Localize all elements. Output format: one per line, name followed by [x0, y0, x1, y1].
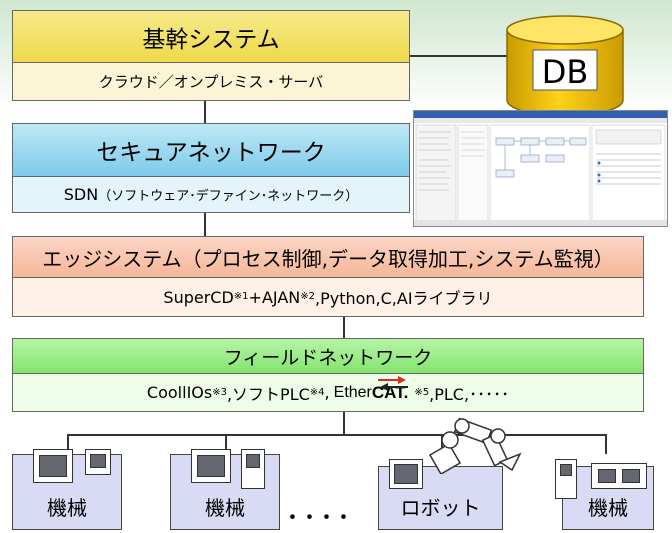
secure-network-subtitle: SDN（ソフトウェア･デファイン･ネットワーク） — [13, 176, 409, 212]
plc-label: ,PLC,･････ — [429, 384, 510, 404]
machine-4-label: 機械 — [588, 496, 628, 520]
robot-label: ロボット — [400, 496, 481, 520]
control-panel — [241, 449, 265, 489]
library-label: ,Python,C,AIライブラリ — [315, 289, 493, 308]
ethercat-arrows-icon — [378, 375, 409, 391]
machine-2: 機械 — [170, 449, 280, 530]
ajan-label: +AJAN — [248, 287, 301, 307]
robot-arm-icon — [428, 417, 522, 474]
machine-2-label: 機械 — [205, 496, 245, 520]
supercd-label: SuperCD — [163, 287, 234, 307]
drop-robot — [441, 434, 443, 454]
core-system-subtitle: クラウド／オンプレミス・サーバ — [13, 62, 409, 100]
drop-machine-2 — [225, 434, 227, 454]
field-separator: , — [324, 383, 330, 402]
machine-1-label: 機械 — [47, 496, 87, 520]
sdn-label: SDN — [63, 185, 99, 204]
machine-4: 機械 — [555, 459, 654, 530]
database-label: DB — [542, 53, 589, 91]
machine-bus — [67, 434, 605, 436]
soft-plc-label: ,ソフトPLC — [226, 384, 310, 404]
connector-core-sec — [204, 101, 206, 123]
database-cylinder: DB — [506, 15, 624, 117]
software-screenshot-image — [413, 110, 668, 227]
edge-system-block: エッジシステム（プロセス制御,データ取得加工,システム監視） SuperCD※1… — [12, 236, 644, 317]
coollios-label: CoollIOs — [146, 383, 213, 402]
robot: ロボット — [378, 459, 503, 530]
button-panel — [591, 463, 647, 489]
monitor-panel — [389, 459, 423, 489]
secure-network-block: セキュアネットワーク SDN（ソフトウェア･デファイン･ネットワーク） — [12, 123, 410, 213]
control-panel — [555, 459, 577, 499]
core-system-block: 基幹システム クラウド／オンプレミス・サーバ — [12, 10, 410, 101]
monitor-panel — [33, 449, 73, 483]
ellipsis: ････ — [287, 506, 356, 531]
drop-machine-1 — [67, 434, 69, 454]
monitor-panel — [191, 449, 231, 483]
connector-core-db — [410, 55, 507, 57]
drop-machine-4 — [605, 434, 607, 454]
connector-sec-edge — [204, 213, 206, 236]
secure-network-title: セキュアネットワーク — [13, 124, 409, 176]
connector-edge-field — [343, 317, 345, 338]
machine-1: 機械 — [12, 449, 122, 530]
edge-system-title: エッジシステム（プロセス制御,データ取得加工,システム監視） — [13, 237, 643, 277]
core-system-title: 基幹システム — [13, 11, 409, 62]
edge-system-subtitle: SuperCD※1+AJAN※2,Python,C,AIライブラリ — [13, 277, 643, 316]
connector-field-bus — [343, 412, 345, 434]
field-network-title: フィールドネットワーク — [13, 339, 643, 373]
control-panel — [85, 449, 111, 475]
ethercat-logo-ether: Ether — [333, 383, 372, 401]
sdn-note: （ソフトウェア･デファイン･ネットワーク） — [98, 189, 359, 204]
